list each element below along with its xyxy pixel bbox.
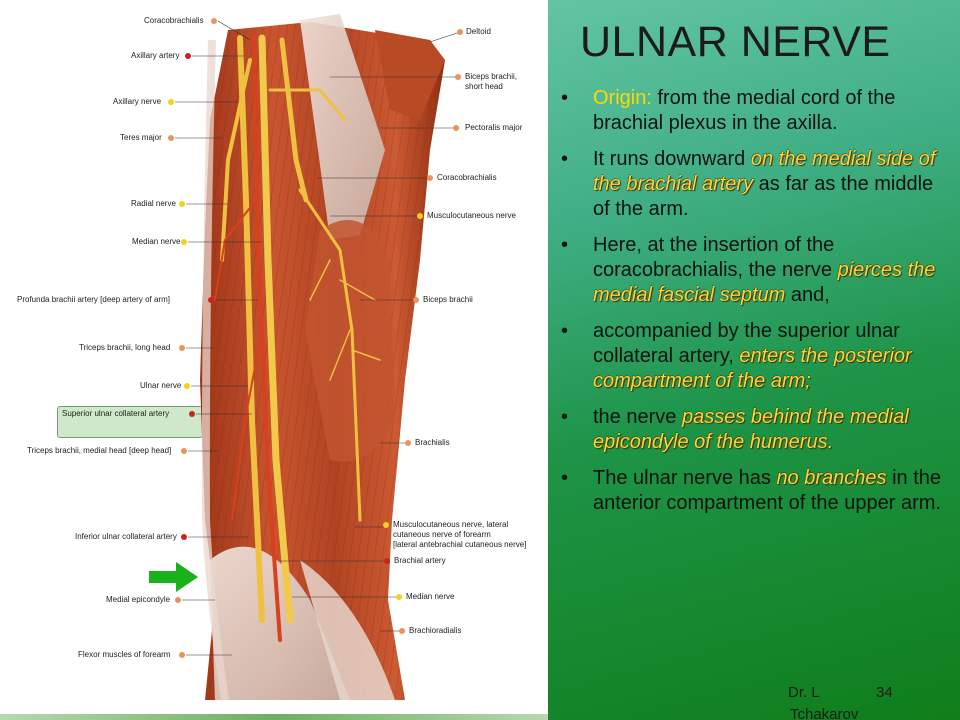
bullet-dot: • [561,320,569,342]
label-marker-dot [175,597,181,603]
footer: Dr. L 34 [788,684,893,701]
bullet-item: • the nerve passes behind the medial epic… [560,405,952,455]
label-marker-dot [455,74,461,80]
bullet-item: • Here, at the insertion of the coracobra… [560,233,952,308]
label-marker-dot [396,594,402,600]
right-label: Brachialis [415,438,450,447]
right-label: Biceps brachii, short head [465,72,518,91]
bullet-text: from the medial cord of the brachial ple… [593,87,896,134]
label-marker-dot [427,175,433,181]
slide-title: ULNAR NERVE [580,18,891,66]
nerves [220,34,381,624]
label-marker-dot [384,558,390,564]
origin-label: Origin: [593,87,652,109]
label-marker-dot [181,534,187,540]
right-label: Median nerve [406,592,455,601]
bullet-text: accompanied by the superior ulnar collat… [593,320,900,367]
right-label: Brachial artery [394,556,446,565]
label-marker-dot [184,383,190,389]
highlighted-text: on the medial side of the brachial arter… [593,148,936,195]
bullet-item: • The ulnar nerve has no branches in the … [560,466,952,516]
bottom-strip [0,714,548,720]
left-label: Median nerve [132,237,181,246]
label-marker-dot [179,201,185,207]
label-marker-dot [405,440,411,446]
footer-author-line2: Tchakarov [790,706,859,720]
left-label: Triceps brachii, medial head [deep head] [27,446,172,455]
right-label: Coracobrachialis [437,173,497,182]
bullet-dot: • [561,406,569,428]
label-marker-dot [383,522,389,528]
left-label: Profunda brachii artery [deep artery of … [17,295,170,304]
bullet-item: • accompanied by the superior ulnar colla… [560,319,952,394]
footer-author: Dr. L [788,684,820,701]
left-label: Radial nerve [131,199,176,208]
label-marker-dot [181,239,187,245]
label-marker-dot [181,448,187,454]
deltoid-tendon [375,30,445,120]
left-label: Medial epicondyle [106,595,171,604]
arteries [214,34,282,642]
left-label: Ulnar nerve [140,381,182,390]
label-marker-dot [457,29,463,35]
left-label: Flexor muscles of forearm [78,650,171,659]
label-marker-dot [168,135,174,141]
right-label: Musculocutaneous nerve, lateral cutaneou… [393,520,527,549]
highlighted-text: enters the posterior compartment of the … [593,345,912,392]
label-marker-dot [189,411,195,417]
highlight-box [57,406,203,438]
bullet-text: as far as the middle of the arm. [593,173,934,220]
right-label: Biceps brachii [423,295,473,304]
label-marker-dot [208,297,214,303]
label-marker-dot [179,345,185,351]
bullet-dot: • [561,234,569,256]
bullet-item: • It runs downward on the medial side of … [560,147,952,222]
label-marker-dot [413,297,419,303]
label-marker-dot [453,125,459,131]
bullet-text: and, [785,284,830,306]
label-marker-dot [168,99,174,105]
highlighted-text: passes behind the medial epicondyle of t… [593,406,909,453]
bullet-text: the nerve [593,406,682,428]
left-label: Axillary nerve [113,97,162,106]
bullet-list: • Origin: from the medial cord of the bra… [560,86,952,527]
pectoral-tendon [300,14,385,240]
biceps-belly [305,220,395,462]
bullet-text: It runs downward [593,148,751,170]
highlighted-text: no branches [776,467,887,489]
text-panel: ULNAR NERVE • Origin: from the medial cor… [548,0,960,720]
bullet-text: Here, at the insertion of the coracobrac… [593,234,838,281]
label-marker-dot [399,628,405,634]
right-label: Brachioradialis [409,626,462,635]
right-label: Deltoid [466,27,491,36]
medial-edge [201,39,229,701]
label-marker-dot [211,18,217,24]
right-label: Pectoralis major [465,123,523,132]
green-arrow-icon [149,562,198,592]
fascia-lower-2 [300,560,395,700]
left-label: Triceps brachii, long head [79,343,171,352]
bullet-text: in the anterior compartment of the upper… [593,467,941,514]
left-label: Inferior ulnar collateral artery [75,532,177,541]
bullet-dot: • [561,87,569,109]
label-marker-dot [179,652,185,658]
label-marker-dot [417,213,423,219]
bullet-text: The ulnar nerve has [593,467,777,489]
bullet-item: • Origin: from the medial cord of the bra… [560,86,952,136]
bullet-dot: • [561,148,569,170]
page-number: 34 [876,684,893,701]
left-label: Teres major [120,133,162,142]
arm-illustration [149,14,461,701]
label-marker-dot [185,53,191,59]
left-label: Superior ulnar collateral artery [62,409,170,418]
leader-lines [175,20,461,656]
right-label: Musculocutaneous nerve [427,211,516,220]
left-label: Coracobrachialis [144,16,204,25]
bullet-dot: • [561,467,569,489]
left-label: Axillary artery [131,51,180,60]
highlighted-text: pierces the medial fascial septum [593,259,936,306]
